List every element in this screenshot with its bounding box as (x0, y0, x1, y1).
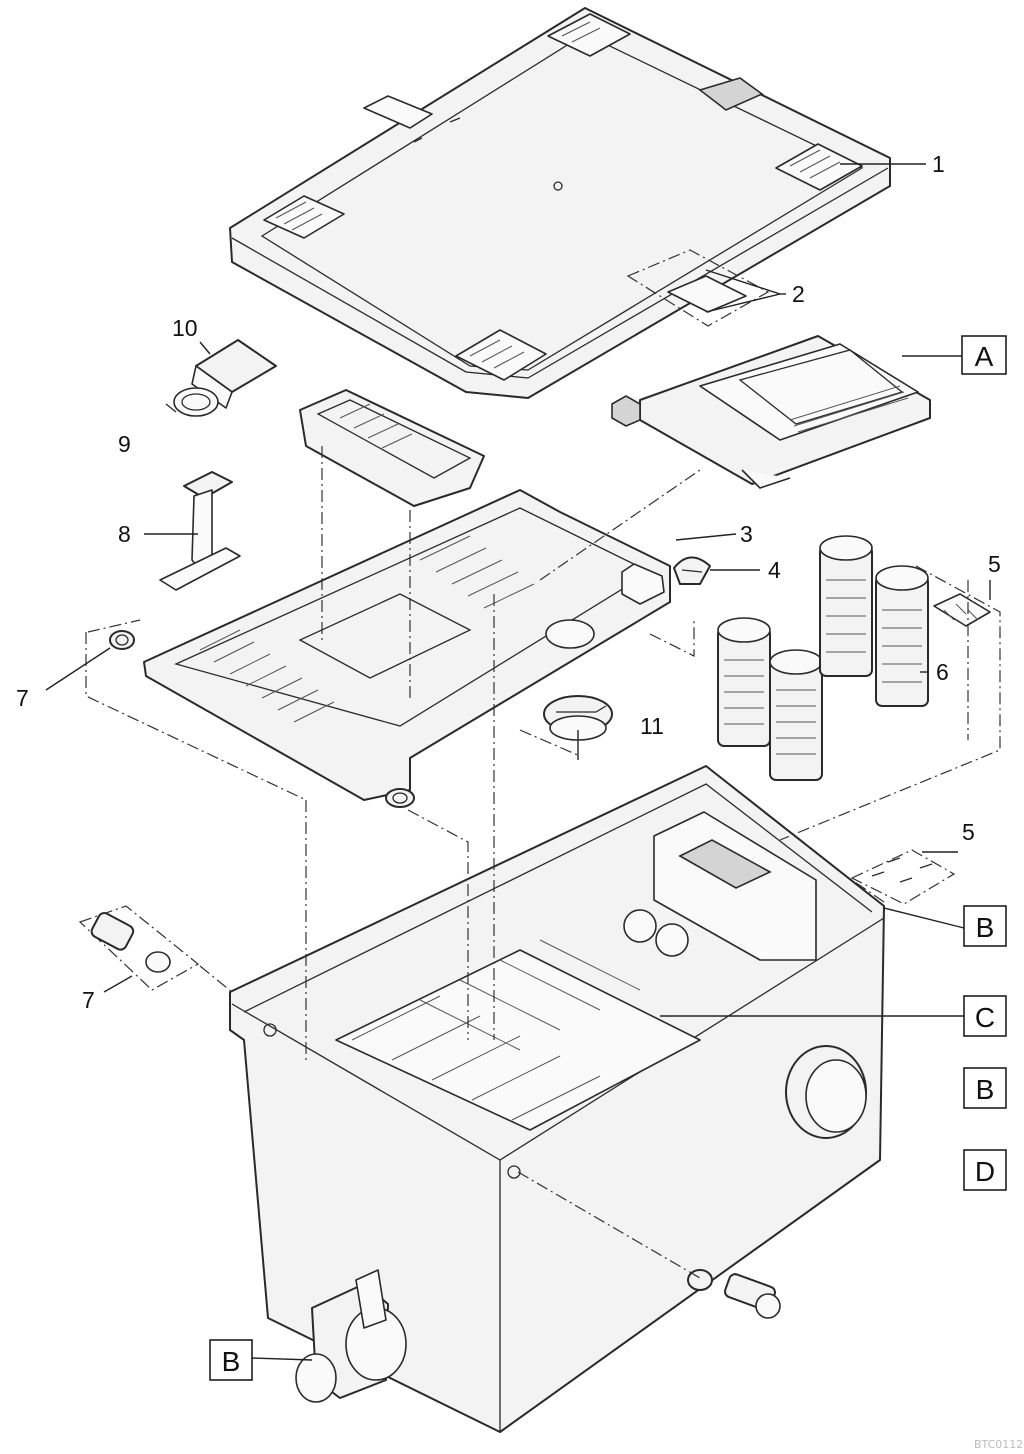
filter-tray (143, 489, 671, 801)
svg-text:B: B (976, 912, 995, 943)
callout-11: 11 (640, 713, 664, 739)
svg-text:B: B (222, 1346, 241, 1377)
inlet-chamber (299, 389, 485, 507)
svg-text:C: C (975, 1002, 995, 1033)
callout-3: 3 (740, 521, 753, 547)
tray-drain-hole (545, 619, 595, 649)
lid-badge (698, 77, 764, 111)
bottom-inlet-connector (295, 1269, 407, 1403)
sealing-ring (109, 630, 415, 808)
filter-housing (229, 765, 885, 1433)
label-b-bottom: B (209, 1339, 253, 1381)
filter-cartridge (769, 649, 823, 781)
rear-hose-tail (687, 1269, 781, 1319)
label-d: D (963, 1149, 1007, 1191)
callout-5-lower: 5 (962, 819, 975, 845)
svg-text:D: D (975, 1156, 995, 1187)
leader-lines (45, 163, 991, 1361)
lid-grip (667, 275, 747, 313)
callout-10: 10 (172, 315, 198, 341)
filter-cartridge (717, 617, 771, 747)
hose-tail-kit (78, 905, 200, 991)
outlet-connector (785, 1045, 867, 1139)
sealing-cap (673, 556, 711, 585)
callout-7-lower: 7 (82, 987, 95, 1013)
callout-numbers: 1 2 3 4 5 6 7 8 9 10 11 5 7 (16, 151, 1001, 1013)
svg-text:B: B (976, 1074, 995, 1105)
label-b-top: B (963, 905, 1007, 947)
svg-text:A: A (975, 341, 994, 372)
drawing-code: BTC0112 (974, 1438, 1023, 1451)
filter-cartridge (819, 535, 873, 677)
clip-set-lower (850, 849, 956, 905)
lid-handle-recess (263, 13, 863, 381)
callout-4: 4 (768, 557, 781, 583)
hose-clamp-fitting (165, 339, 277, 417)
label-b-middle: B (963, 1067, 1007, 1109)
lid-handle (363, 95, 433, 129)
filter-sponges (335, 939, 701, 1131)
mounting-bracket (159, 471, 241, 591)
drain-plug (543, 695, 613, 741)
uv-clarifier-unit (611, 335, 931, 489)
callout-2: 2 (792, 281, 805, 307)
assembly-guide-lines (85, 446, 1001, 1279)
filter-cartridges (717, 535, 929, 781)
callout-8: 8 (118, 521, 131, 547)
callout-9: 9 (118, 431, 131, 457)
label-c: C (963, 995, 1007, 1037)
callout-5-upper: 5 (988, 551, 1001, 577)
filter-cartridge (875, 565, 929, 707)
clip-set-upper (933, 593, 991, 627)
callout-1: 1 (932, 151, 945, 177)
callout-7-upper: 7 (16, 685, 29, 711)
label-a: A (961, 335, 1007, 375)
callout-6: 6 (936, 659, 949, 685)
lid (229, 7, 891, 399)
